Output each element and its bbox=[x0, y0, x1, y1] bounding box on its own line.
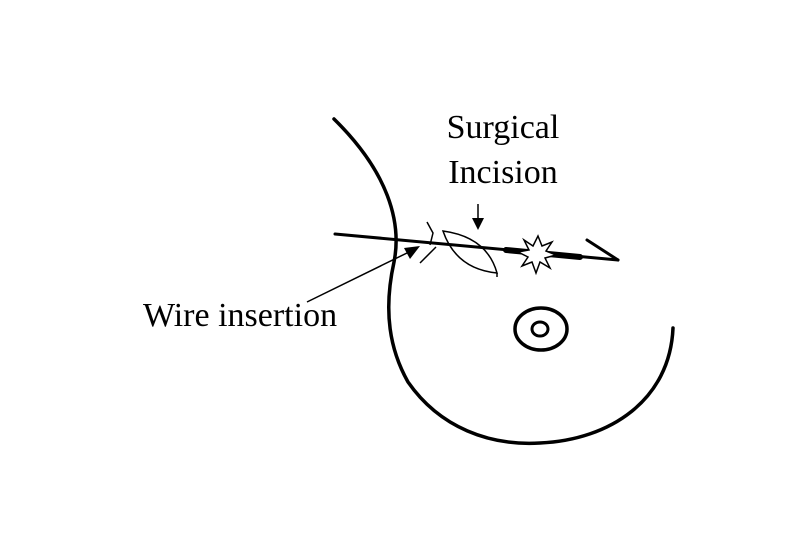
insertion-mark-upper bbox=[426, 221, 434, 246]
breast-outline bbox=[332, 117, 675, 446]
surgical-incision-label: Surgical Incision bbox=[396, 106, 610, 196]
nipple bbox=[530, 320, 550, 338]
wire-hook bbox=[585, 238, 620, 262]
lesion-starburst bbox=[515, 234, 559, 276]
surgical-incision-label-line1: Surgical bbox=[446, 109, 560, 146]
surgical-incision bbox=[441, 230, 499, 274]
wire-insertion-label: Wire insertion bbox=[143, 297, 338, 334]
incision-arrowhead bbox=[472, 218, 484, 230]
insertion-mark-lower bbox=[419, 246, 437, 264]
wire-insertion-arrowhead bbox=[404, 246, 420, 259]
areola bbox=[513, 306, 569, 352]
surgical-incision-label-line2: Incision bbox=[448, 153, 558, 191]
wire-insertion-arrow-shaft bbox=[306, 251, 410, 303]
